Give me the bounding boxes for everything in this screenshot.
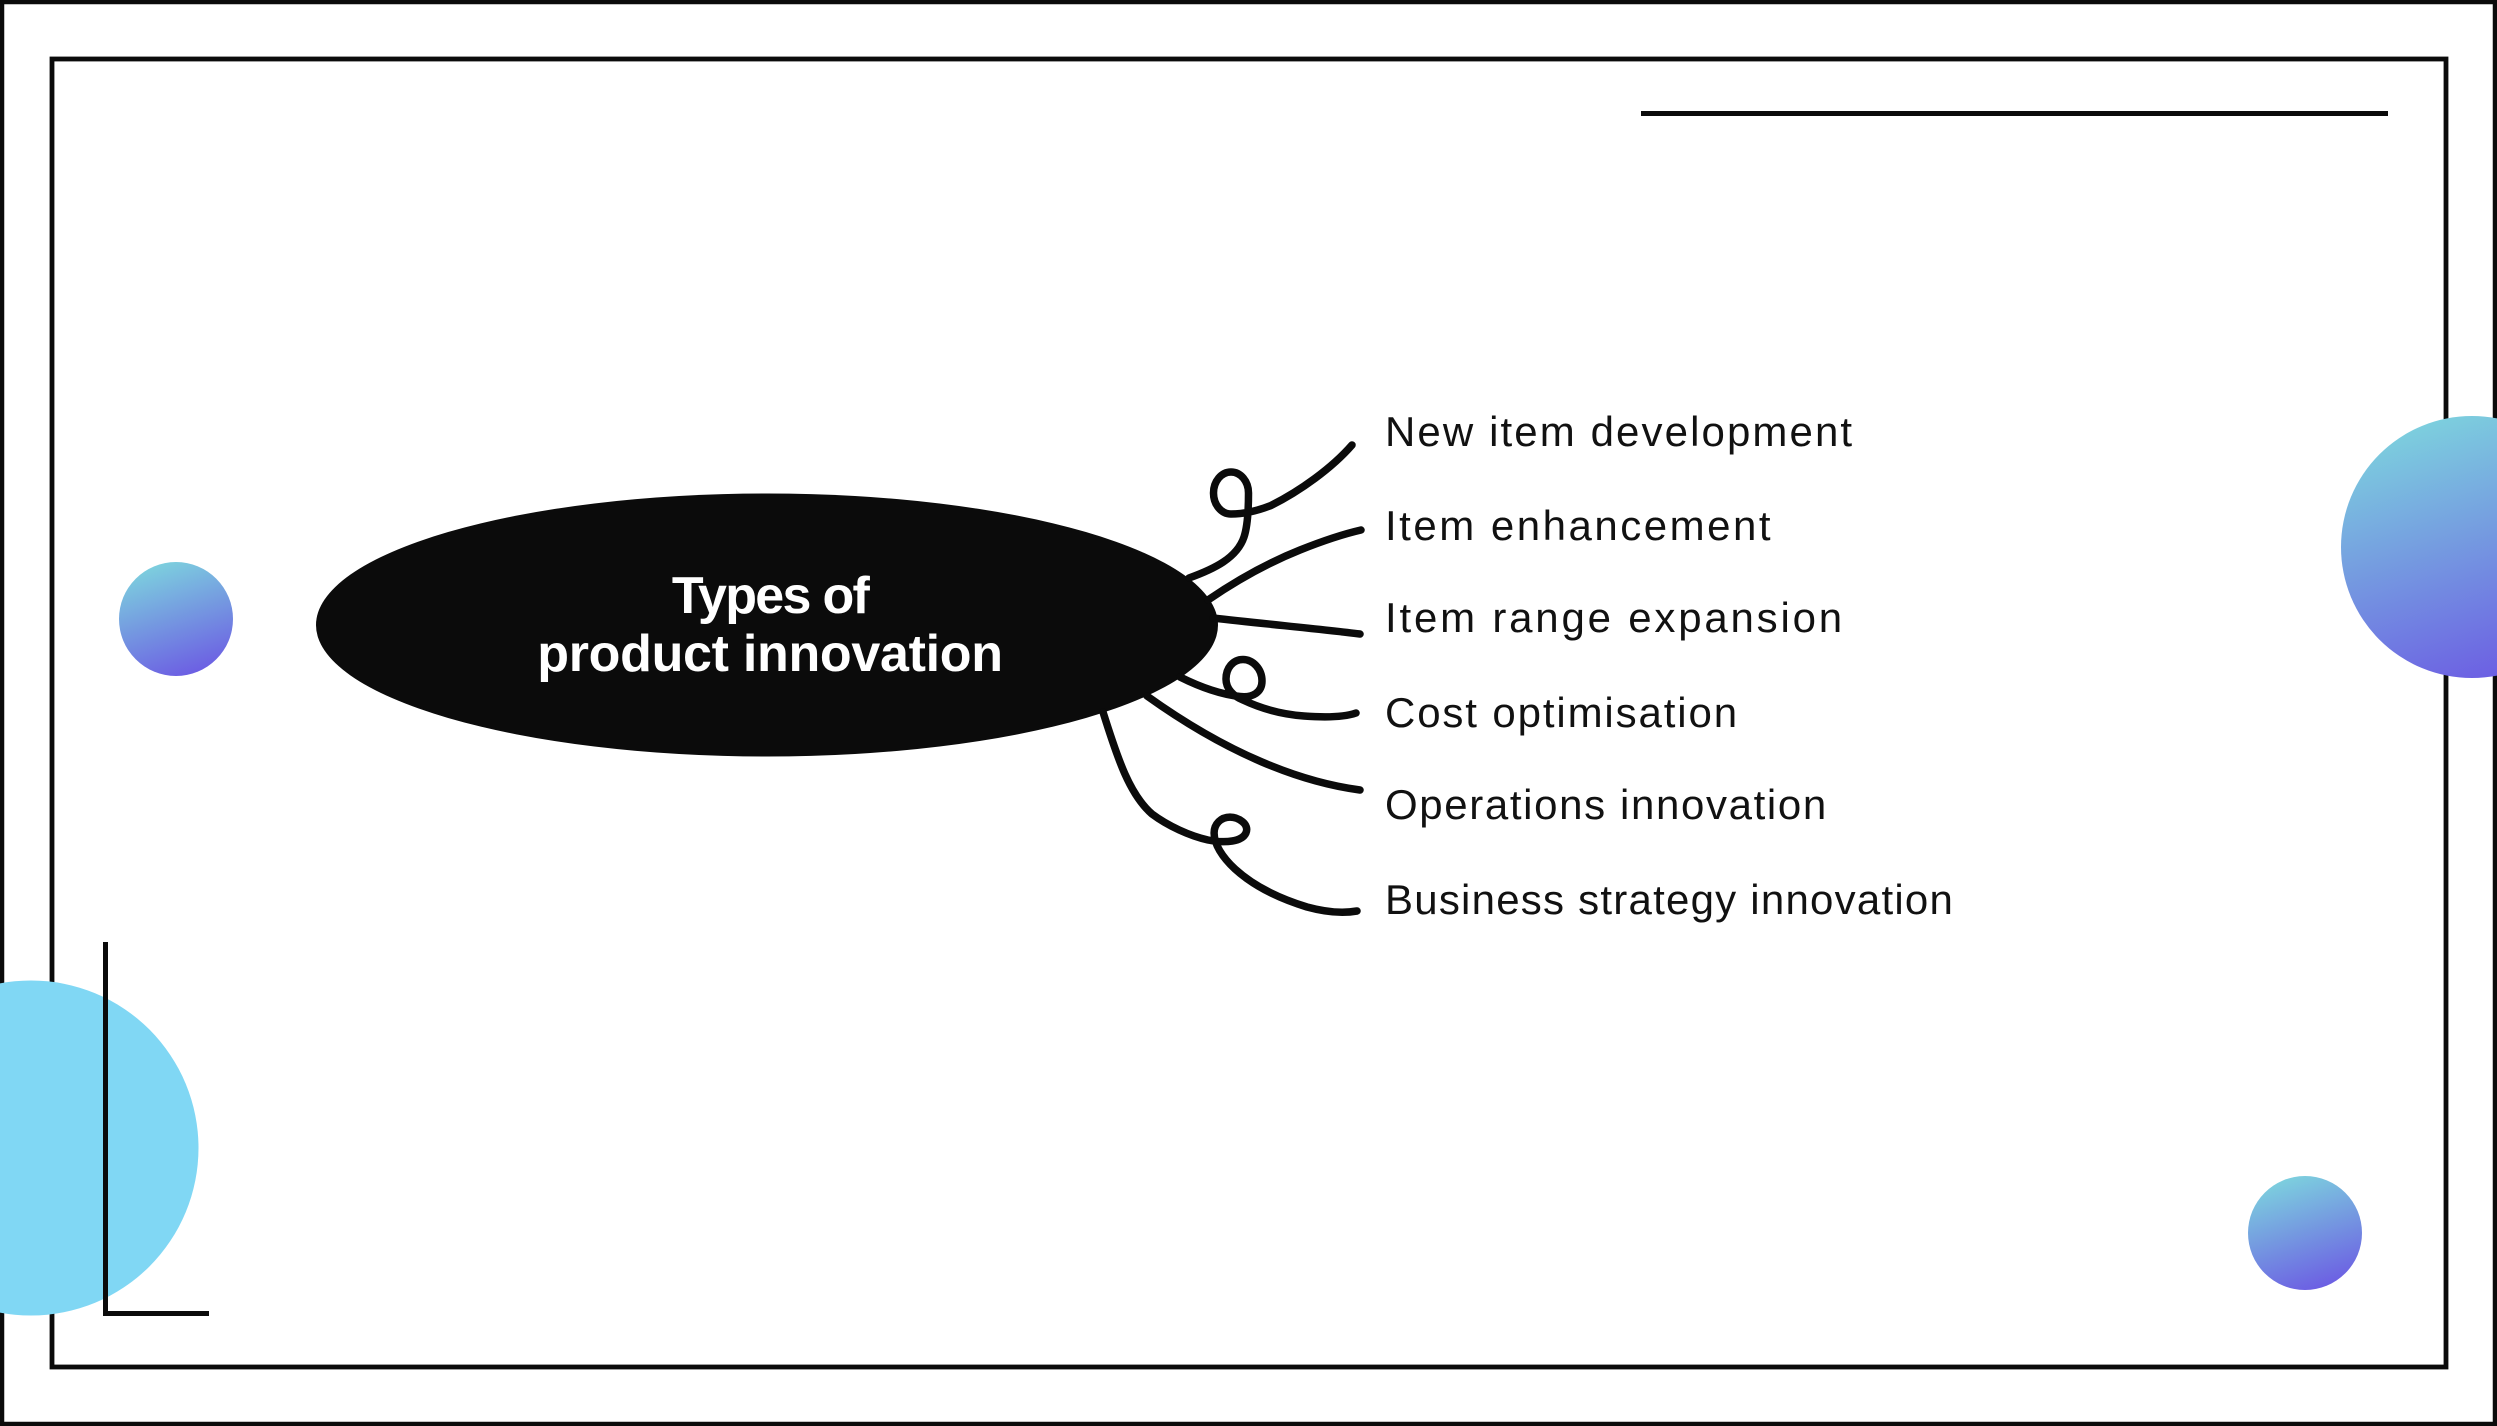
svg-text:Types of: Types of [672,567,871,625]
svg-text:product innovation: product innovation [537,625,1002,683]
svg-text:Business strategy innovation: Business strategy innovation [1385,876,1954,923]
svg-text:New item development: New item development [1385,408,1854,455]
svg-text:Operations innovation: Operations innovation [1385,781,1828,828]
svg-text:Cost optimisation: Cost optimisation [1385,689,1739,736]
svg-text:Item enhancement: Item enhancement [1385,502,1773,549]
svg-text:Item range expansion: Item range expansion [1385,594,1845,641]
